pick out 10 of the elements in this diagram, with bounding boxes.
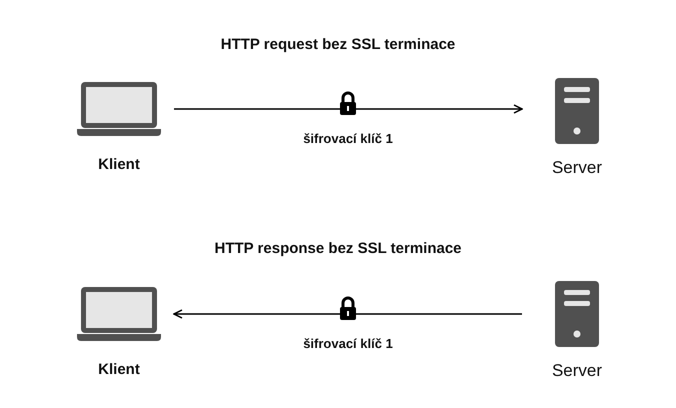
node-label: Klient <box>98 361 140 378</box>
section-heading: HTTP request bez SSL terminace <box>220 36 456 53</box>
node-label: Server <box>552 361 602 381</box>
node-label: Server <box>552 158 602 178</box>
section-heading: HTTP response bez SSL terminace <box>213 240 463 257</box>
arrow <box>173 309 522 319</box>
arrow <box>174 104 523 114</box>
edge-label: šifrovací klíč 1 <box>301 131 395 146</box>
edge-label: šifrovací klíč 1 <box>301 336 395 351</box>
node-label: Klient <box>98 156 140 173</box>
